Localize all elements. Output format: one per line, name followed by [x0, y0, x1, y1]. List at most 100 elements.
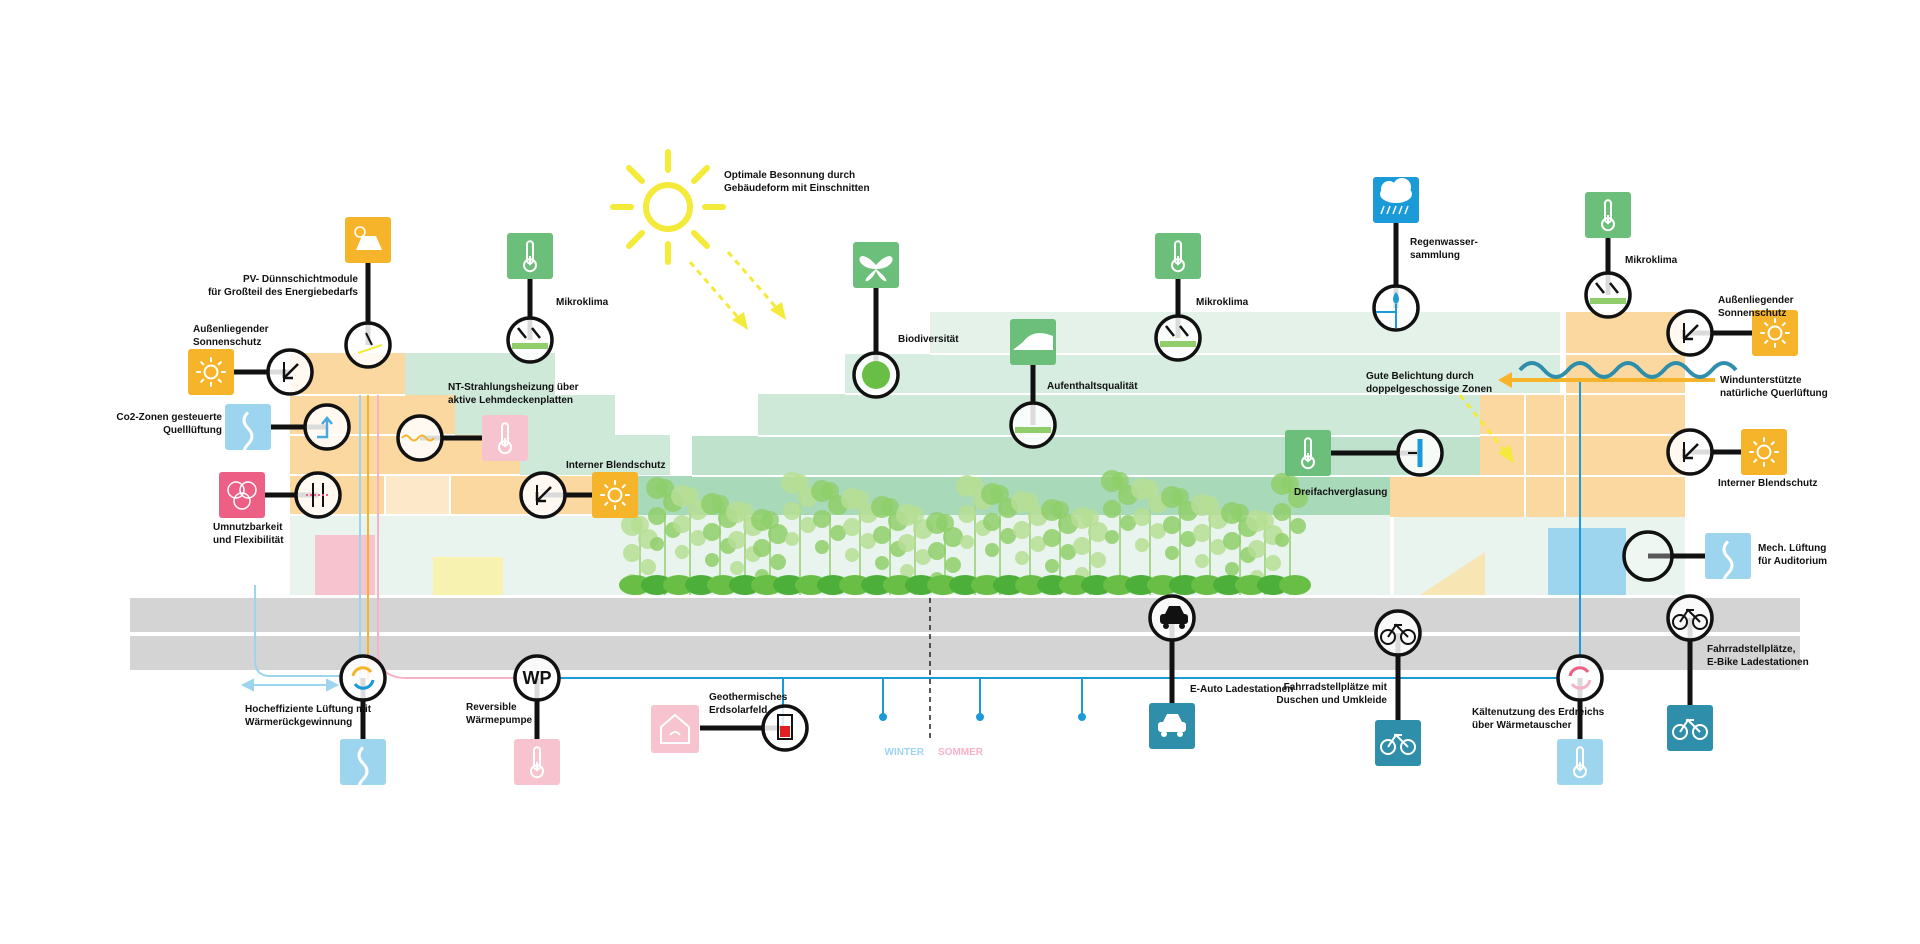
thermometer-icon — [514, 739, 560, 785]
shrub — [1235, 575, 1267, 595]
geothermal-callout — [700, 704, 809, 752]
shrub — [1081, 575, 1113, 595]
right-ground-stair — [1420, 552, 1485, 595]
shrub — [1213, 575, 1245, 595]
thermometer-icon — [482, 415, 528, 461]
shrub — [707, 575, 739, 595]
shrub — [1279, 575, 1311, 595]
tree — [1011, 491, 1048, 595]
bench-icon — [1010, 319, 1056, 365]
glare-protection-left-label: Interner Blendschutz — [566, 460, 665, 471]
shrub — [751, 575, 783, 595]
ventilation-wave-icon — [340, 739, 386, 797]
sommer-label: SOMMER — [938, 747, 984, 758]
shrub — [861, 575, 893, 595]
ventilation-double-arrow — [240, 678, 340, 692]
microclimate-callout-right — [1584, 192, 1632, 319]
shrub — [817, 575, 849, 595]
shrub — [1257, 575, 1289, 595]
geothermal-probes — [879, 713, 1086, 721]
shrub — [641, 575, 673, 595]
glare-protection-right — [1666, 428, 1787, 476]
heat-recovery-callout — [339, 654, 387, 797]
amenity-callout — [1009, 319, 1057, 449]
street-upper-lane — [130, 598, 1800, 632]
bicycle-icon — [1375, 720, 1421, 766]
tree — [1131, 478, 1168, 595]
left-terrace-low — [520, 435, 670, 475]
auditorium-volume — [1548, 528, 1626, 595]
auditorium-ventilation-callout — [1622, 530, 1751, 591]
shrub — [905, 575, 937, 595]
pv-callout-lens — [344, 321, 392, 369]
shrub — [663, 575, 695, 595]
heat-pump-callout — [513, 654, 561, 785]
shrub — [1103, 575, 1135, 595]
shrub — [1191, 575, 1223, 595]
shrub — [883, 575, 915, 595]
ebike-callout — [1666, 594, 1714, 751]
pv-callout — [344, 217, 392, 369]
winter-label: WINTER — [885, 747, 925, 758]
tree — [1071, 507, 1108, 595]
shrub — [1125, 575, 1157, 595]
service-lines — [254, 380, 1581, 738]
amenity-label: Aufenthaltsqualität — [1047, 381, 1138, 392]
callouts: WP — [188, 177, 1798, 797]
butterfly-icon — [853, 242, 899, 288]
ventilation-wave-icon — [225, 404, 271, 462]
ebike-label: Fahrradstellplätze,E-Bike Ladestationen — [1707, 644, 1809, 668]
right-wing-tall-block — [1565, 312, 1685, 517]
thermometer-icon — [1557, 739, 1603, 785]
sun-ray-arrows — [688, 251, 1510, 456]
microclimate-callout-left — [506, 233, 554, 364]
triple-glazing-callout — [1285, 429, 1444, 477]
center-terrace-3 — [758, 394, 1560, 436]
ev-charging-callout — [1148, 594, 1196, 749]
shrub — [795, 575, 827, 595]
exterior-sunshade-right — [1666, 309, 1798, 357]
e-bike-icon — [1667, 705, 1713, 751]
right-wing-low-block — [1390, 476, 1490, 517]
sun-icon — [1741, 429, 1787, 475]
shrub — [619, 575, 651, 595]
park-vegetation — [619, 470, 1311, 595]
radiant-heating-callout-lens — [396, 414, 444, 462]
heat-recovery-callout-lens — [339, 654, 387, 702]
flexibility-callout — [219, 471, 342, 519]
left-terrace-mid — [455, 395, 615, 435]
glare-protection-left — [519, 471, 638, 519]
tree — [1101, 470, 1138, 595]
shrub — [729, 575, 761, 595]
building-section — [290, 312, 1685, 595]
sun-icon — [610, 149, 726, 265]
rain-cloud-icon — [1373, 177, 1419, 223]
solar-panel-icon — [345, 217, 391, 263]
shrub — [1147, 575, 1179, 595]
microclimate-callout-right-lens — [1584, 271, 1632, 319]
ground-cooling-callout-lens — [1556, 654, 1604, 702]
wind-flow — [1508, 361, 1738, 382]
co2-ventilation-callout — [225, 403, 351, 462]
microclimate-callout-center — [1154, 233, 1202, 362]
shrub — [1169, 575, 1201, 595]
thermometer-icon — [507, 233, 553, 279]
sun-icon — [188, 349, 234, 395]
microclimate-label-2: Mikroklima — [1196, 297, 1249, 308]
shrub — [685, 575, 717, 595]
